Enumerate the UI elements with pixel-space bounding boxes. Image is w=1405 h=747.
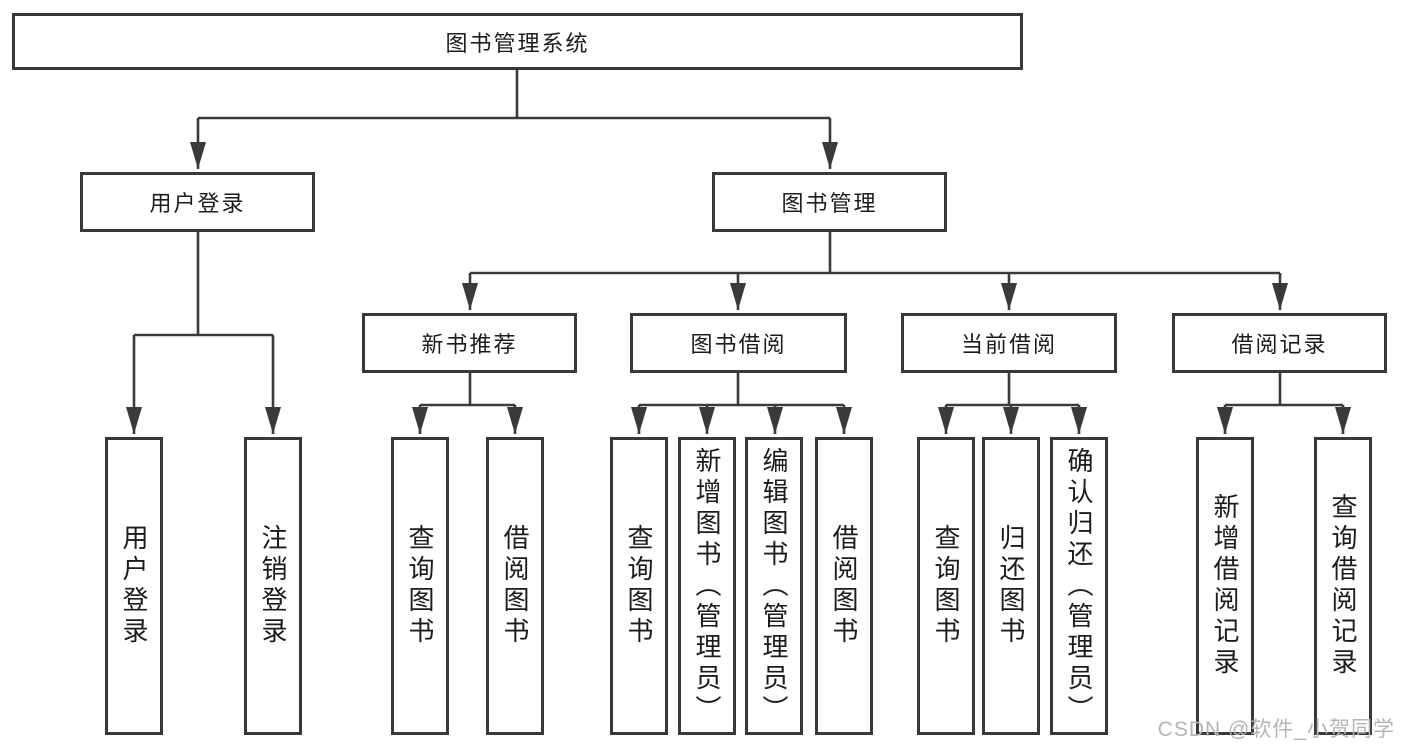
leaf-add-borrow-record: 新增借阅记录 xyxy=(1196,437,1254,735)
leaf-logout: 注销登录 xyxy=(244,437,302,735)
leaf-confirm-return-admin: 确认归还（管理员） xyxy=(1050,437,1108,735)
node-new-book-recommend: 新书推荐 xyxy=(362,313,577,373)
leaf-edit-books-admin: 编辑图书（管理员） xyxy=(745,437,803,735)
leaf-query-books-2: 查询图书 xyxy=(610,437,668,735)
node-book-borrowing: 图书借阅 xyxy=(630,313,847,373)
csdn-watermark: CSDN @软件_小贺同学 xyxy=(1157,718,1395,741)
node-borrowing-records: 借阅记录 xyxy=(1172,313,1387,373)
node-borrowing-records-label: 借阅记录 xyxy=(1231,332,1328,357)
node-current-borrowing-label: 当前借阅 xyxy=(960,332,1057,357)
node-root: 图书管理系统 xyxy=(12,13,1023,70)
leaf-borrow-books-1: 借阅图书 xyxy=(486,437,544,735)
leaf-return-books: 归还图书 xyxy=(982,437,1040,735)
node-book-management-label: 图书管理 xyxy=(781,191,878,216)
node-new-book-recommend-label: 新书推荐 xyxy=(421,332,518,357)
leaf-borrow-books-2: 借阅图书 xyxy=(815,437,873,735)
leaf-query-borrow-record: 查询借阅记录 xyxy=(1314,437,1372,735)
node-book-borrowing-label: 图书借阅 xyxy=(690,332,787,357)
node-book-management: 图书管理 xyxy=(712,172,947,232)
node-current-borrowing: 当前借阅 xyxy=(901,313,1117,373)
leaf-add-books-admin: 新增图书（管理员） xyxy=(678,437,736,735)
leaf-query-books-3: 查询图书 xyxy=(917,437,975,735)
node-root-label: 图书管理系统 xyxy=(445,30,590,56)
node-user-login: 用户登录 xyxy=(80,172,315,232)
node-user-login-label: 用户登录 xyxy=(149,191,246,216)
leaf-user-login: 用户登录 xyxy=(105,437,163,735)
leaf-query-books-1: 查询图书 xyxy=(391,437,449,735)
